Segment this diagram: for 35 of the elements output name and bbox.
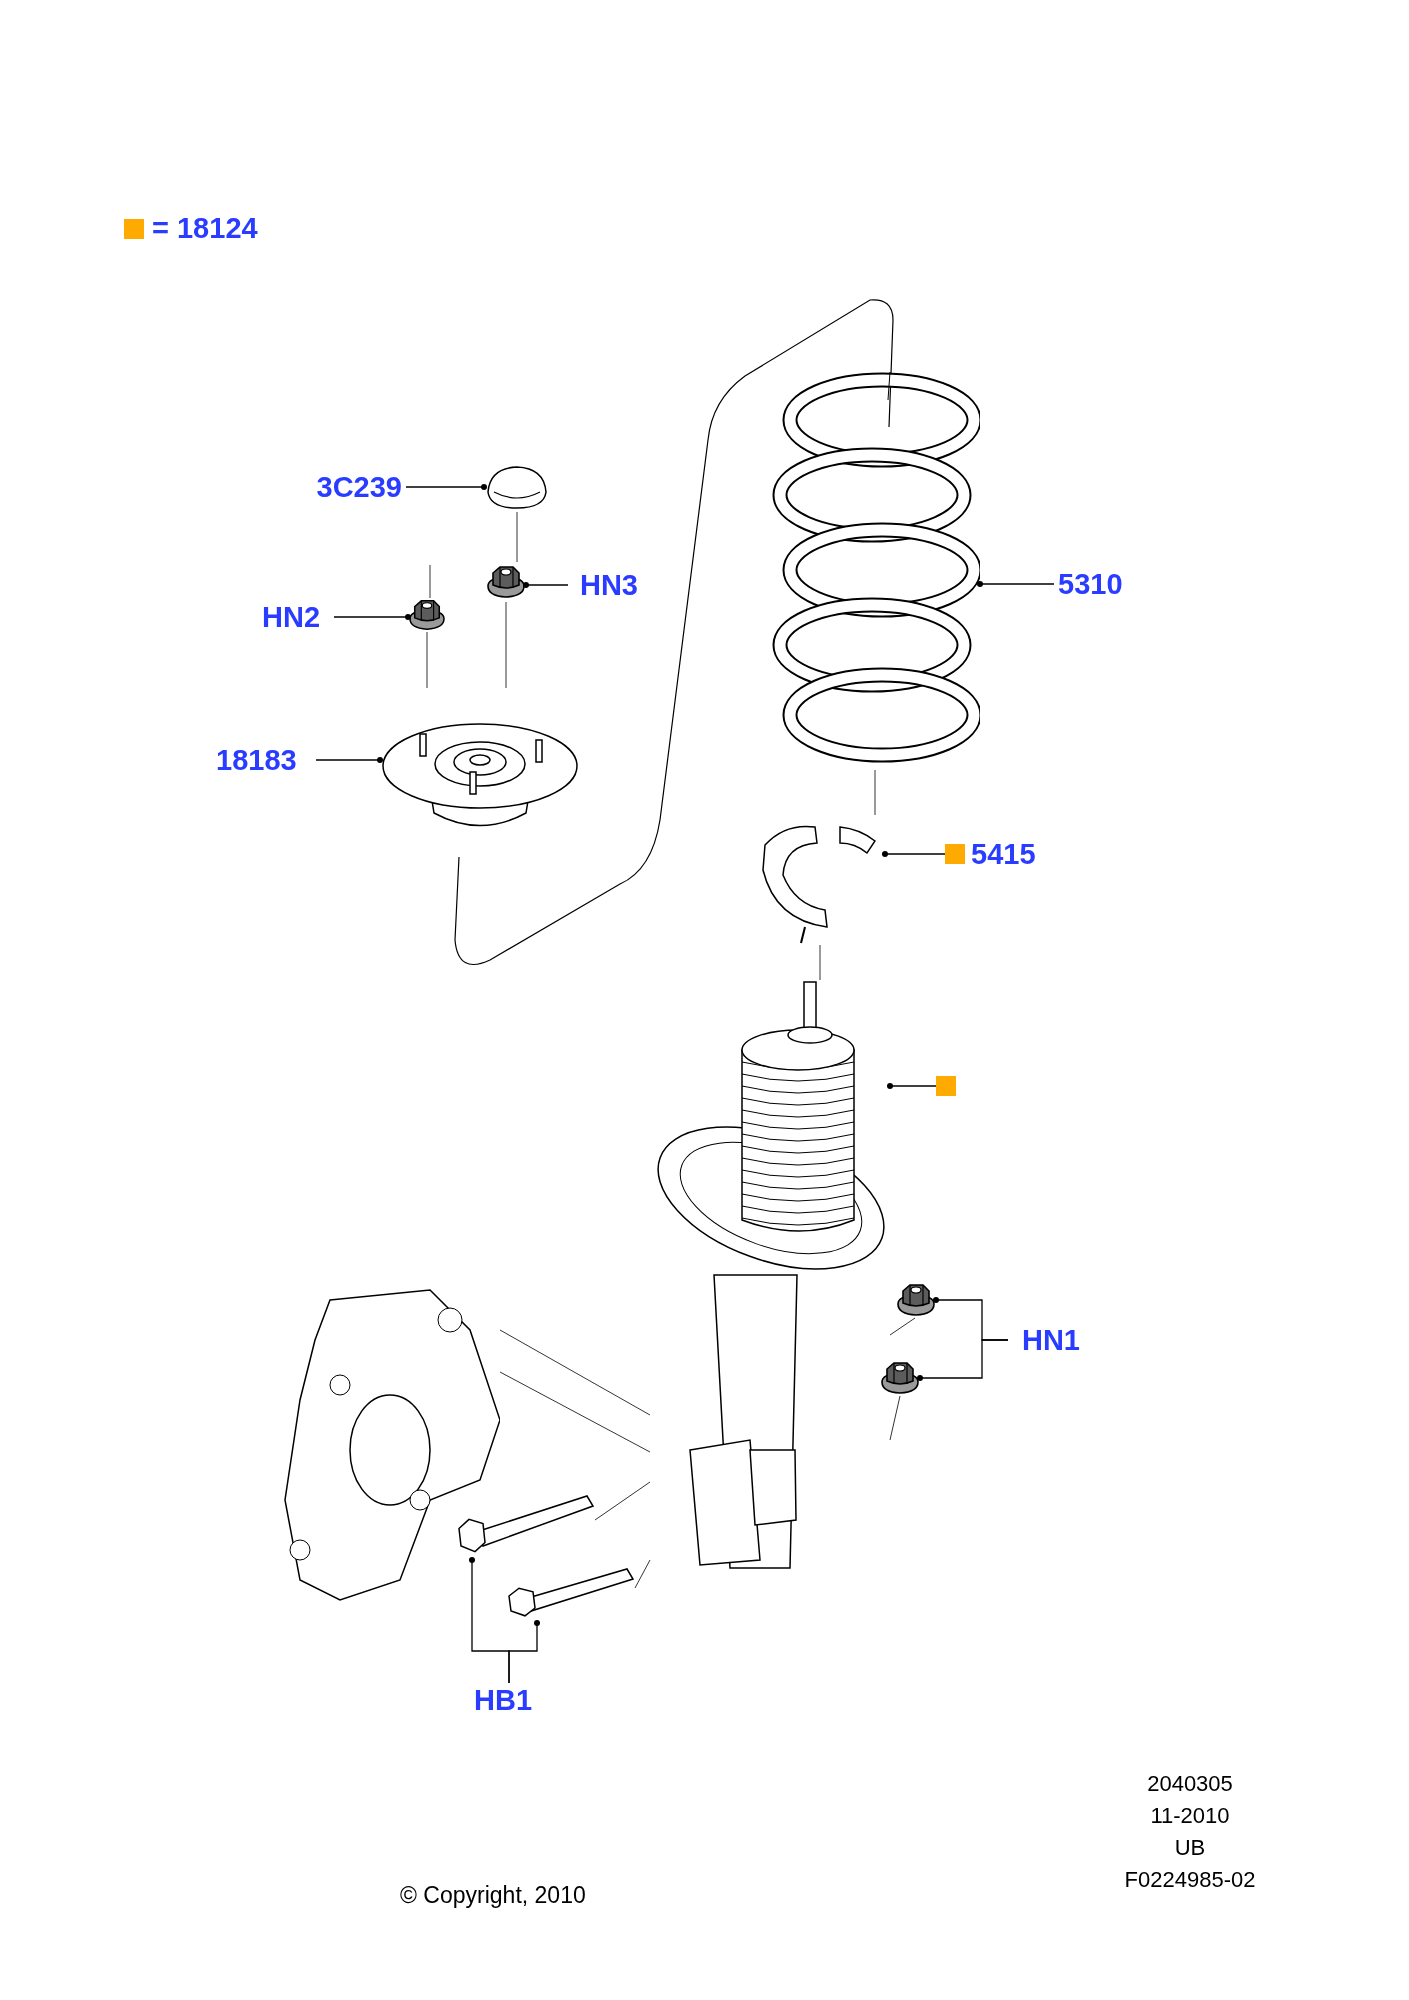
assembly-line	[889, 1395, 901, 1441]
leader-line	[405, 484, 487, 490]
part-number: 18183	[212, 743, 316, 777]
part-number: HN3	[568, 568, 642, 602]
copyright-note: © Copyright, 2010	[400, 1881, 586, 1910]
leader-line	[977, 581, 1055, 587]
assembly-line	[874, 769, 876, 816]
part-number: 5415	[971, 839, 1036, 869]
leader-line	[917, 1339, 1009, 1381]
assembly-line	[505, 601, 507, 689]
drawing-note: 2040305	[1147, 1770, 1233, 1798]
leader-line	[333, 614, 411, 620]
drawing-note: UB	[1174, 1834, 1206, 1862]
legend-text: = 18124	[152, 211, 258, 246]
part-number: HN2	[258, 600, 334, 634]
drawing-note: F0224985-02	[1124, 1866, 1256, 1894]
drawing-note: 11-2010	[1150, 1802, 1230, 1830]
assembly-line	[499, 1371, 651, 1453]
assembly-line	[819, 944, 821, 981]
leader-line	[523, 582, 569, 588]
part-number: HN1	[1008, 1323, 1084, 1357]
assembly-line	[499, 1329, 651, 1416]
assembly-line	[429, 564, 431, 599]
assembly-line	[889, 1317, 916, 1336]
assembly-line	[594, 1481, 651, 1521]
leader-line	[508, 1620, 540, 1684]
assembly-line	[516, 511, 518, 563]
leader-line	[887, 1083, 937, 1089]
part-number: 3C239	[300, 470, 406, 504]
part-number: HB1	[470, 1683, 548, 1717]
part-number: 5310	[1054, 567, 1138, 601]
assembly-line	[634, 1559, 651, 1589]
leader-line	[315, 757, 383, 763]
leader-line	[882, 851, 946, 857]
assembly-line	[426, 631, 428, 689]
